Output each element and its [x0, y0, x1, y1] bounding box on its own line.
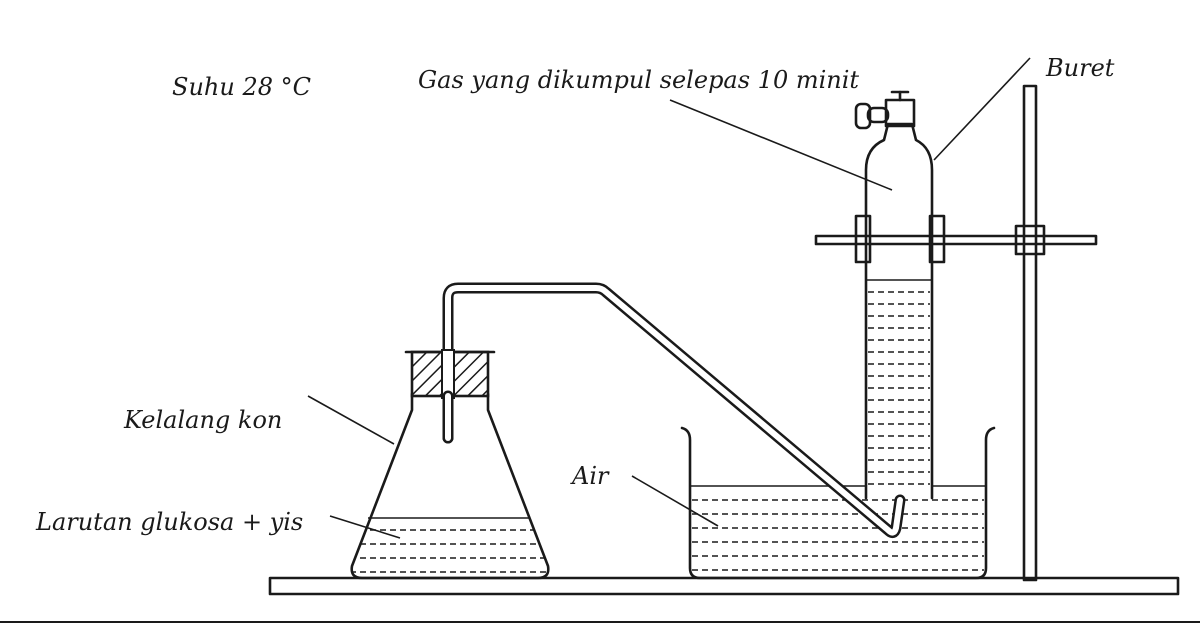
burette	[854, 90, 934, 500]
leader-burette	[933, 57, 1031, 161]
burette-label: Buret	[1045, 54, 1115, 82]
leader-flask	[307, 395, 395, 445]
delivery-tube	[442, 282, 906, 539]
leader-lines	[307, 57, 1031, 539]
water-label: Air	[570, 462, 610, 490]
leader-gas	[669, 99, 893, 191]
temperature-label: Suhu 28 °C	[172, 73, 311, 101]
conical-flask	[350, 349, 550, 580]
leader-solution	[329, 515, 401, 539]
base-board	[268, 576, 1180, 596]
leader-water	[631, 475, 719, 527]
flask-solution	[352, 529, 548, 573]
beaker	[680, 426, 996, 580]
burette-water	[868, 291, 930, 485]
beaker-water	[692, 499, 984, 571]
conical-flask-label: Kelalang kon	[123, 406, 282, 434]
retort-stand	[814, 84, 1098, 582]
solution-label: Larutan glukosa + yis	[35, 508, 303, 536]
gas-collected-label: Gas yang dikumpul selepas 10 minit	[418, 66, 859, 94]
